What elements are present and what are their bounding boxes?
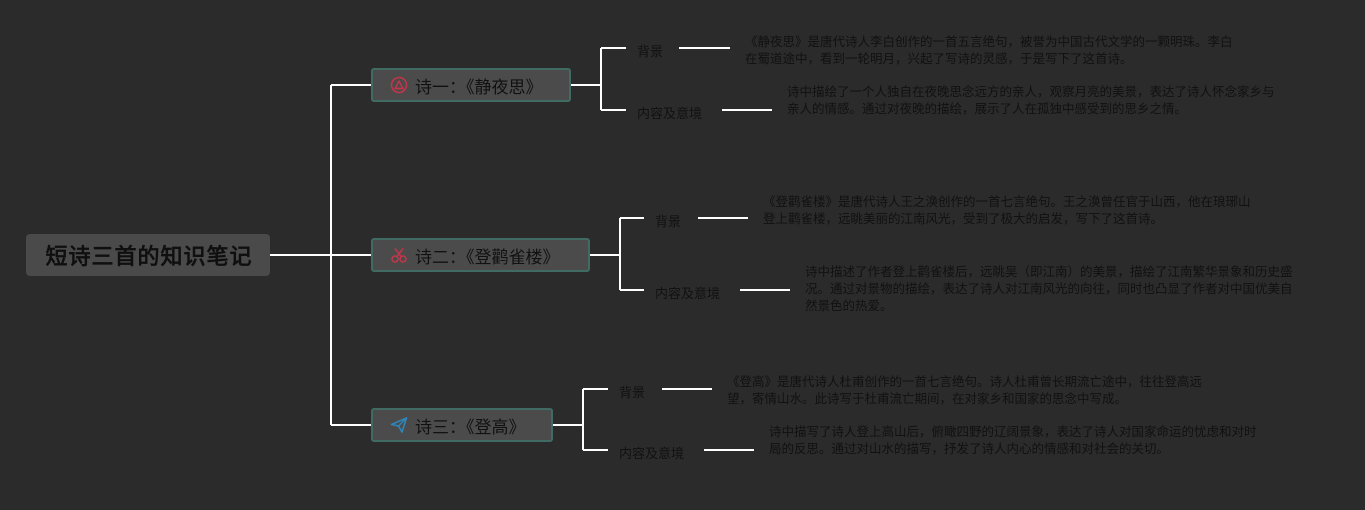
background-label[interactable]: 背景 bbox=[637, 45, 664, 60]
meaning-label[interactable]: 内容及意境 bbox=[619, 447, 685, 462]
root-node[interactable]: 短诗三首的知识笔记 bbox=[26, 234, 270, 276]
poem-title: 诗三：《登高》 bbox=[415, 417, 526, 438]
background-text: 《静夜思》是唐代诗人李白创作的一首五言绝句，被誉为中国古代文学的一颗明珠。李白在… bbox=[745, 34, 1233, 66]
meaning-text: 诗中描绘了一个人独自在夜晚思念远方的亲人，观察月亮的美景，表达了诗人怀念家乡与亲… bbox=[787, 84, 1275, 116]
tent-icon bbox=[389, 75, 409, 95]
poem2-leaf-lines bbox=[698, 217, 790, 291]
poem-node-2[interactable]: 诗二：《登鹳雀楼》 bbox=[371, 238, 590, 272]
paper-plane-icon bbox=[389, 415, 409, 435]
poem2-connector bbox=[590, 217, 644, 291]
poem1-connector bbox=[571, 47, 626, 111]
poem-title: 诗一：《静夜思》 bbox=[415, 77, 543, 98]
root-title: 短诗三首的知识笔记 bbox=[45, 245, 253, 270]
root-connector bbox=[270, 84, 371, 426]
background-label[interactable]: 背景 bbox=[619, 386, 646, 401]
background-label[interactable]: 背景 bbox=[655, 215, 682, 230]
poem-node-3[interactable]: 诗三：《登高》 bbox=[371, 408, 553, 442]
meaning-text: 诗中描写了诗人登上高山后，俯瞰四野的辽阔景象，表达了诗人对国家命运的忧虑和对时局… bbox=[769, 424, 1257, 456]
meaning-text: 诗中描述了作者登上鹳雀楼后，远眺吴（即江南）的美景，描绘了江南繁华景象和历史盛况… bbox=[805, 264, 1293, 313]
poem-title: 诗二：《登鹳雀楼》 bbox=[415, 247, 560, 268]
poem3-connector bbox=[553, 388, 608, 451]
background-text: 《登鹳雀楼》是唐代诗人王之涣创作的一首七言绝句。王之涣曾任官于山西，他在琅琊山登… bbox=[763, 194, 1251, 226]
scissors-icon bbox=[389, 245, 409, 265]
meaning-label[interactable]: 内容及意境 bbox=[655, 287, 721, 302]
background-text: 《登高》是唐代诗人杜甫创作的一首七言绝句。诗人杜甫曾长期流亡途中，往往登高远望，… bbox=[727, 374, 1203, 406]
poem-node-1[interactable]: 诗一：《静夜思》 bbox=[371, 68, 571, 102]
meaning-label[interactable]: 内容及意境 bbox=[637, 107, 703, 122]
